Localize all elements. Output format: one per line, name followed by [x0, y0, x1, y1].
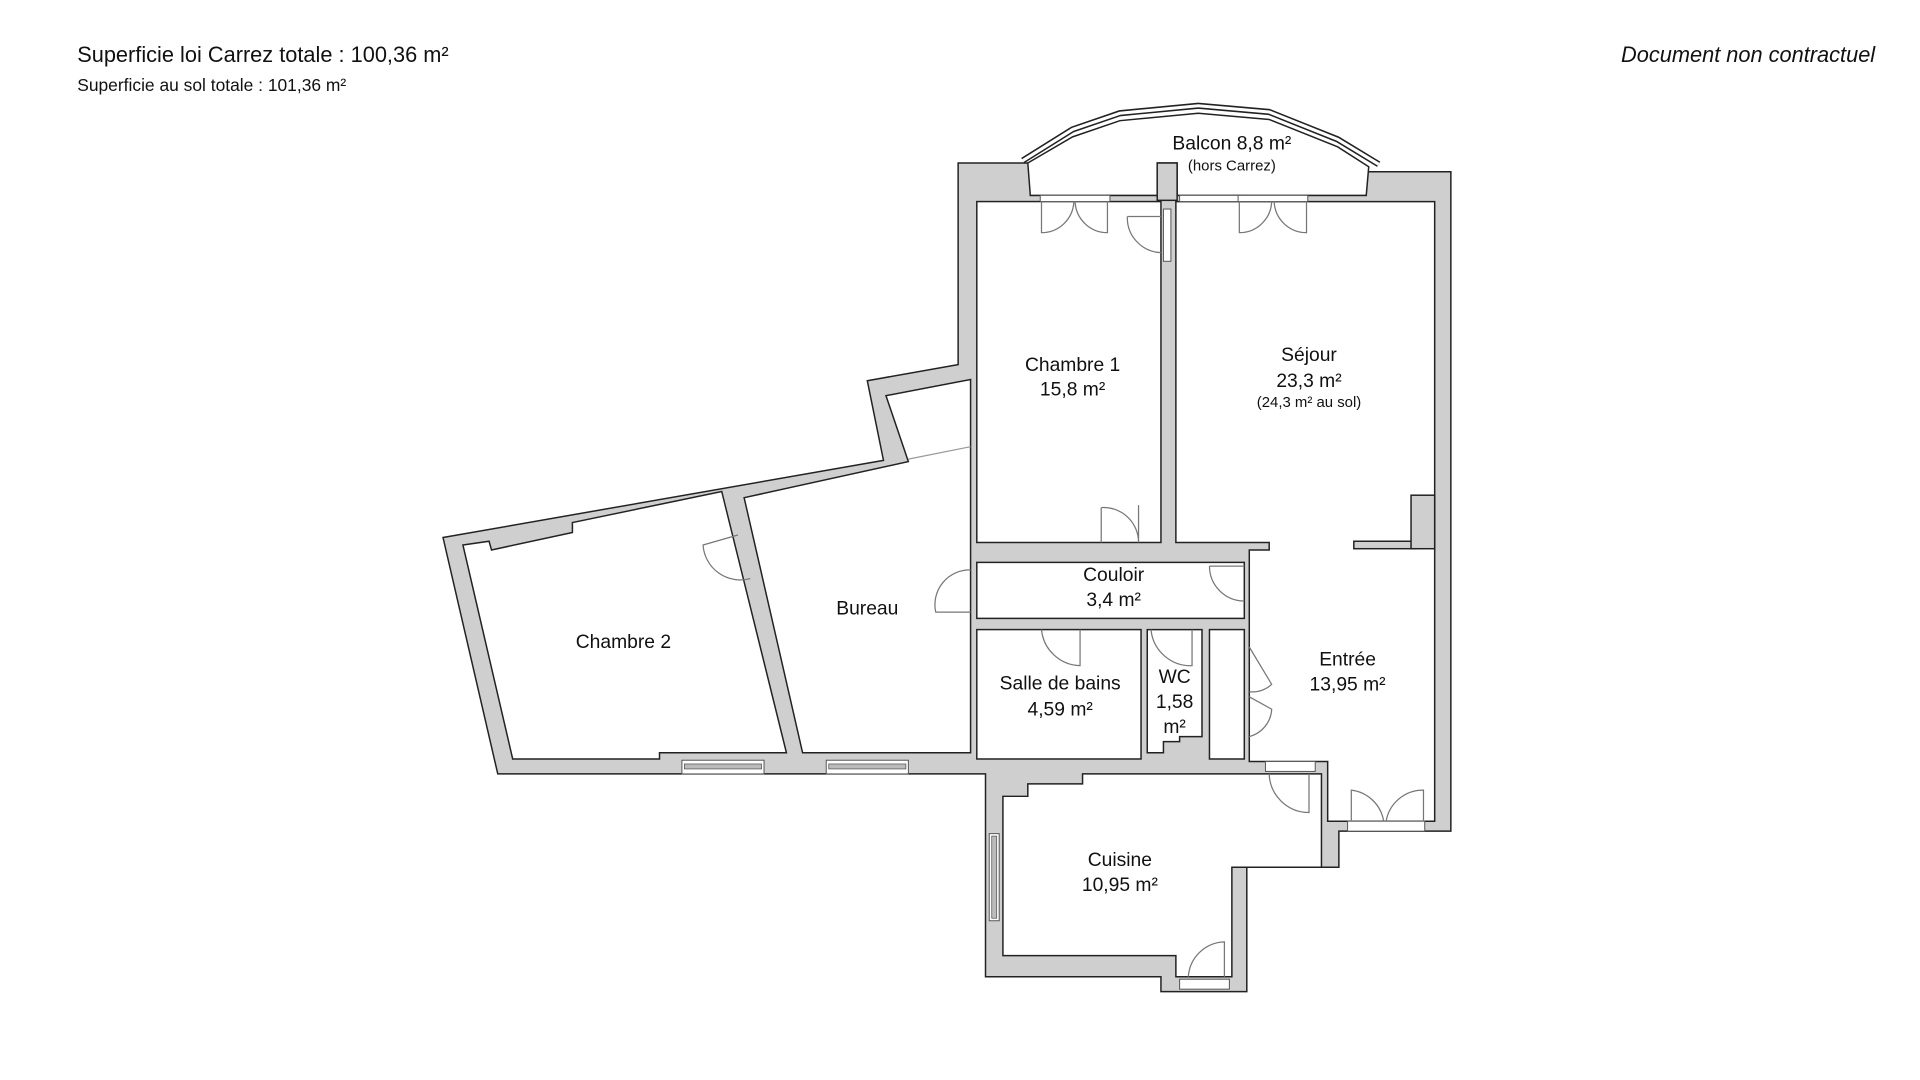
wc-label: WC — [1159, 667, 1191, 688]
bureau-label: Bureau — [836, 599, 898, 620]
balcony-pillar — [1156, 162, 1178, 202]
windows — [681, 194, 1426, 990]
cupboard — [1208, 628, 1246, 760]
sdb-area: 4,59 m² — [1027, 699, 1093, 720]
bureau-alcove-line — [908, 446, 971, 460]
room-chambre-1 — [976, 200, 1162, 544]
couloir-label: Couloir — [1083, 565, 1145, 586]
wall-segment — [1410, 494, 1436, 550]
cuisine-area: 10,95 m² — [1082, 875, 1159, 896]
room-couloir — [976, 561, 1246, 620]
room-wc — [1146, 628, 1203, 754]
room-chambre-2 — [462, 490, 788, 760]
sejour-note: (24,3 m² au sol) — [1257, 394, 1362, 411]
sejour-label: Séjour — [1281, 345, 1337, 366]
balcon-label: Balcon 8,8 m² — [1172, 133, 1291, 154]
chambre1-area: 15,8 m² — [1040, 380, 1106, 401]
entree-area: 13,95 m² — [1310, 675, 1387, 696]
wc-area: 1,58 — [1156, 692, 1194, 713]
doors — [702, 201, 1425, 977]
disclaimer: Document non contractuel — [1621, 42, 1876, 67]
couloir-area: 3,4 m² — [1086, 590, 1141, 611]
sol-total: Superficie au sol totale : 101,36 m² — [77, 75, 346, 95]
chambre2-label: Chambre 2 — [576, 632, 671, 653]
carrez-total: Superficie loi Carrez totale : 100,36 m² — [77, 42, 448, 67]
room-salle-de-bains — [976, 628, 1142, 760]
room-bureau — [743, 378, 972, 754]
balcony-railing-inner — [1022, 104, 1380, 166]
wc-unit: m² — [1163, 717, 1186, 738]
sdb-label: Salle de bains — [1000, 673, 1121, 694]
cuisine-label: Cuisine — [1088, 850, 1152, 871]
chambre1-label: Chambre 1 — [1025, 355, 1120, 376]
room-cuisine — [1002, 773, 1323, 978]
sejour-area: 23,3 m² — [1276, 371, 1342, 392]
entree-label: Entrée — [1319, 650, 1376, 671]
wall-segment — [1353, 540, 1417, 550]
balcon-note: (hors Carrez) — [1188, 157, 1276, 174]
room-sejour-entree — [1175, 200, 1436, 822]
